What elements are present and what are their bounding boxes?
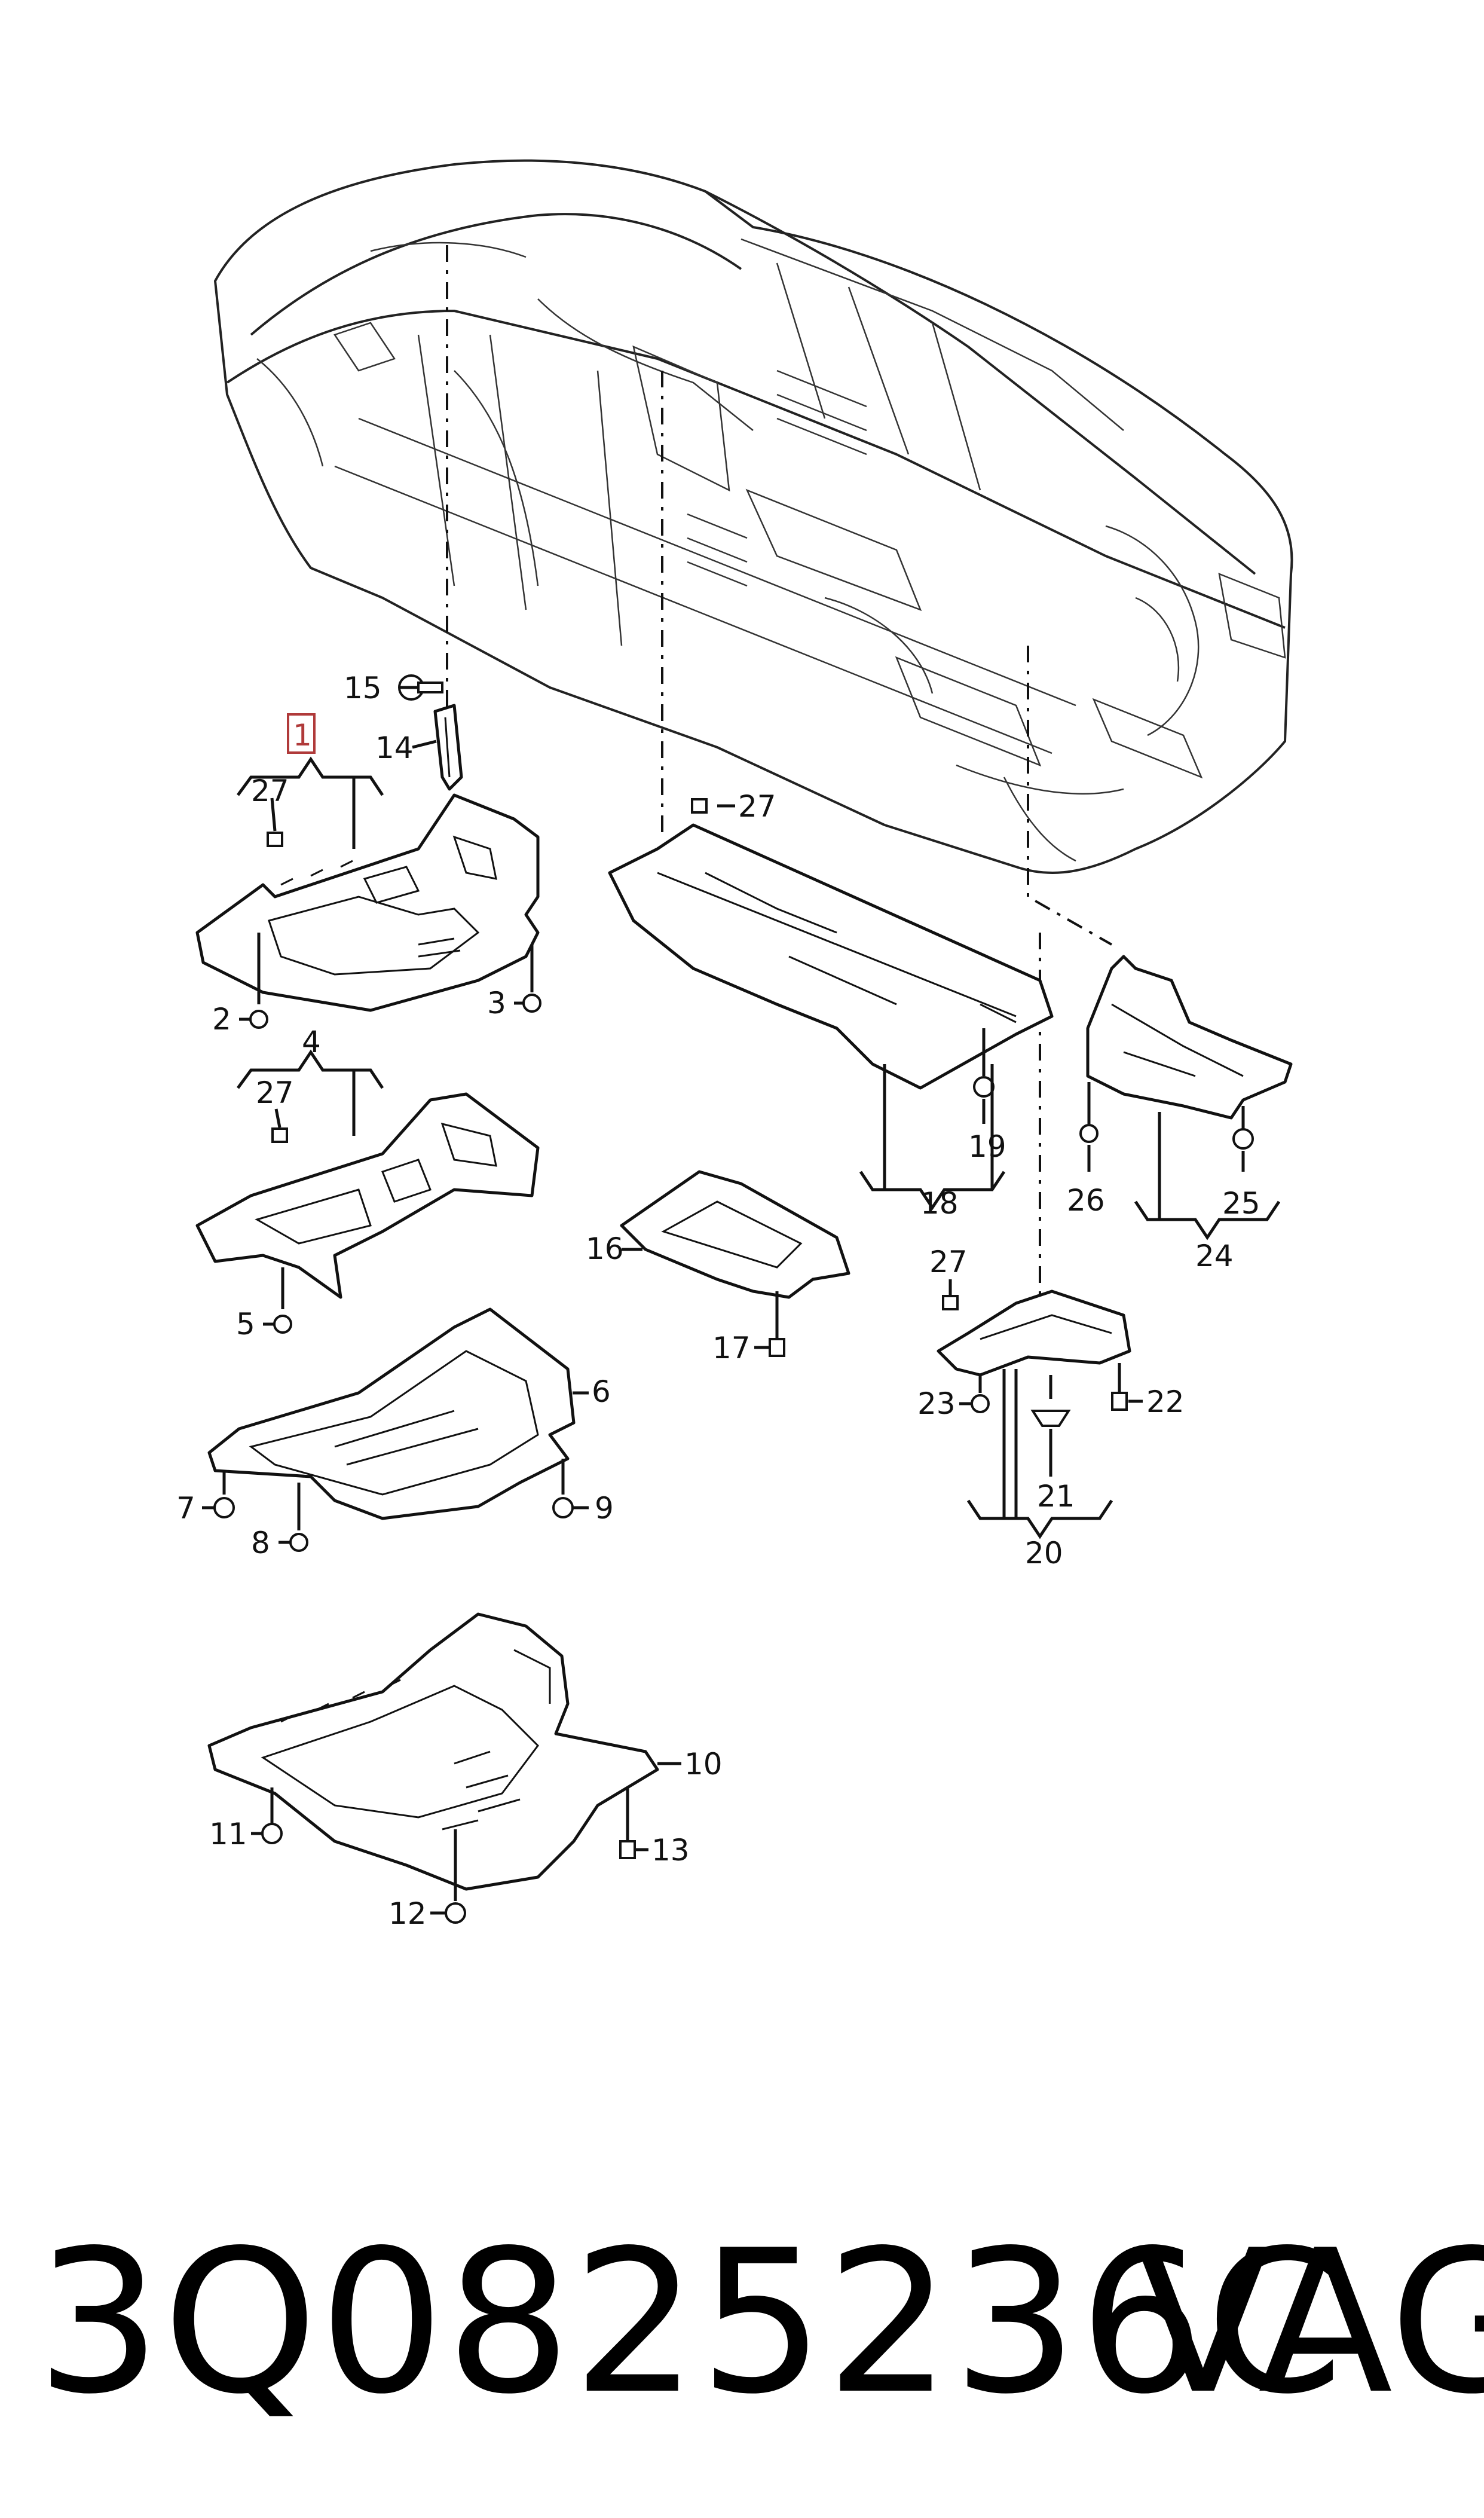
callout-3: 3	[487, 986, 506, 1020]
callout-16: 16	[586, 1232, 624, 1266]
callout-11: 11	[209, 1817, 247, 1851]
callout-22: 22	[1146, 1385, 1185, 1419]
callout-14: 14	[375, 731, 414, 765]
part-6-undertray	[207, 1307, 576, 1520]
callout-18: 18	[920, 1186, 959, 1221]
callout-27-c: 27	[738, 789, 776, 824]
part-1-noise-insulation-tray	[195, 793, 540, 1012]
part-22-clip-icon	[1111, 1363, 1128, 1411]
callout-27-a: 27	[251, 774, 289, 808]
callout-19: 19	[968, 1129, 1006, 1164]
callout-15: 15	[344, 671, 382, 705]
brand-label: VAG	[1136, 2208, 1484, 2437]
callout-21: 21	[1037, 1479, 1075, 1514]
part-23-screw-icon	[971, 1375, 990, 1413]
part-8-screw-icon	[289, 1483, 308, 1552]
callout-leaders	[202, 686, 1281, 1915]
callout-5: 5	[236, 1307, 255, 1341]
callout-1-highlight-box	[287, 713, 316, 754]
callout-24: 24	[1195, 1239, 1234, 1273]
part-27-clip-icon-b	[271, 1127, 288, 1143]
part-number-label: 3Q0825236C	[36, 2208, 1345, 2437]
callout-25: 25	[1222, 1186, 1260, 1221]
car-underbody-illustration	[214, 159, 1293, 874]
part-25-nut-icon	[1232, 1106, 1254, 1150]
part-16-undertray-panel	[620, 1170, 850, 1299]
part-20-rear-undertray	[937, 1289, 1131, 1377]
callout-labels: 1 27 2 3 15 14 4 27 5 6 7 8 9 10 11 12 1…	[176, 671, 1260, 1931]
part-7-screw-icon	[213, 1471, 235, 1518]
callout-13: 13	[651, 1833, 690, 1868]
part-5-screw-icon	[273, 1267, 292, 1334]
callout-17: 17	[712, 1331, 751, 1365]
part-4-undertray	[195, 1092, 540, 1299]
callout-12: 12	[388, 1896, 427, 1931]
callout-27-b: 27	[256, 1075, 294, 1110]
part-12-screw-icon	[445, 1829, 466, 1924]
callout-8: 8	[251, 1526, 270, 1560]
assembly-leader-lines	[446, 245, 1112, 1303]
part-10-undertray	[207, 1612, 659, 1891]
part-24-wheel-housing-trim	[1086, 955, 1293, 1120]
callout-20: 20	[1025, 1536, 1063, 1570]
part-17-clip-icon	[769, 1291, 785, 1357]
part-18-center-tunnel-trim	[608, 823, 1054, 1090]
part-15-bolt-icon	[398, 674, 443, 701]
part-13-clip-icon	[619, 1787, 636, 1859]
part-27-clip-icon-c	[691, 798, 708, 814]
callout-10: 10	[684, 1747, 723, 1781]
callout-1: 1	[293, 718, 312, 753]
part-21-grommet-icon	[1030, 1375, 1071, 1427]
part-14-bracket	[433, 704, 463, 791]
part-11-screw-icon	[261, 1787, 283, 1844]
part-27-clip-icon	[267, 832, 283, 847]
part-27-clip-icon-d	[942, 1295, 959, 1310]
callout-2: 2	[212, 1002, 231, 1037]
part-26-screw-icon	[1079, 1082, 1099, 1143]
callout-9: 9	[595, 1491, 614, 1526]
callout-4: 4	[302, 1025, 321, 1059]
callout-23: 23	[917, 1386, 956, 1421]
callout-27-d: 27	[929, 1245, 968, 1279]
callout-26: 26	[1067, 1183, 1105, 1218]
callout-6: 6	[592, 1374, 611, 1409]
callout-7: 7	[176, 1491, 195, 1526]
part-9-screw-icon	[552, 1459, 574, 1518]
